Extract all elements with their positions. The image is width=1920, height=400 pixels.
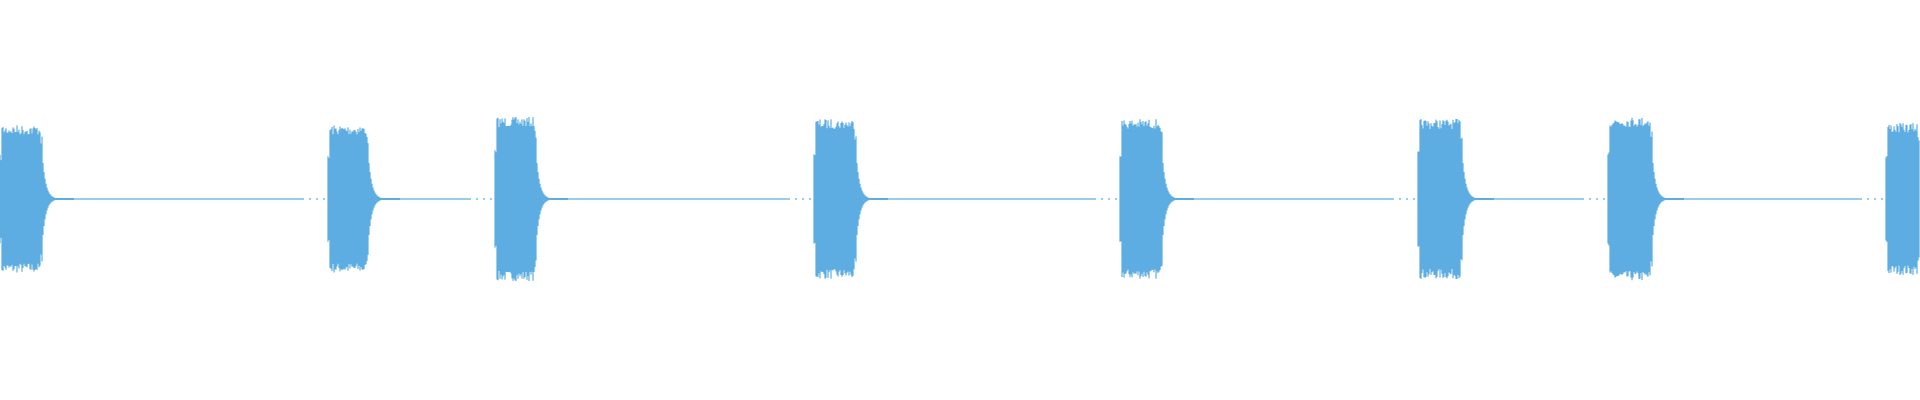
burst-path xyxy=(494,117,569,281)
burst-path xyxy=(813,119,889,279)
waveform-burst xyxy=(0,125,326,273)
waveform-burst xyxy=(1417,119,1606,279)
waveform-burst xyxy=(1885,123,1920,275)
waveform-burst xyxy=(327,125,493,273)
burst-path xyxy=(1119,119,1195,279)
waveform-burst xyxy=(1119,119,1416,279)
burst-path xyxy=(0,125,75,273)
burst-path xyxy=(327,125,401,273)
burst-path xyxy=(1885,123,1920,275)
waveform-burst xyxy=(813,119,1118,279)
burst-path xyxy=(1607,117,1685,281)
waveform-burst xyxy=(1607,117,1884,281)
waveform-burst xyxy=(494,117,812,281)
burst-path xyxy=(1417,119,1495,279)
